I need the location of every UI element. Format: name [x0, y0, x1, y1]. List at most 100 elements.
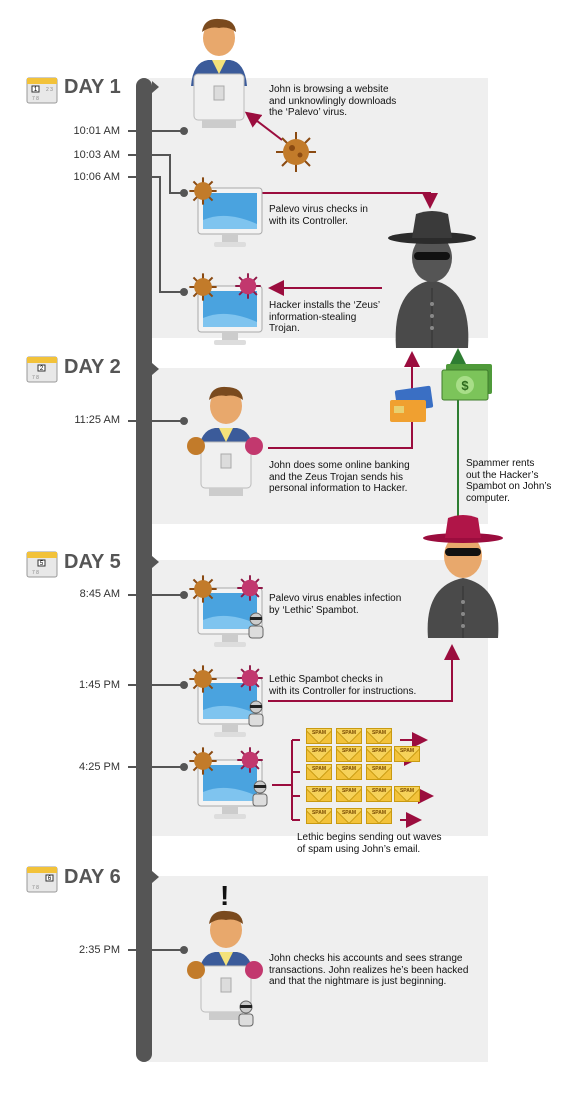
caption-line: and unknowlingly downloads	[269, 95, 397, 107]
spam-envelope-icon: SPAM	[306, 786, 332, 802]
calendar-icon: 2 7 8	[26, 356, 58, 383]
spam-envelope-icon: SPAM	[366, 786, 392, 802]
caption-line: John does some online banking	[269, 460, 410, 471]
caption-line: with its Controller for instructions.	[269, 685, 417, 697]
spam-envelope-icon: SPAM	[336, 786, 362, 802]
computer-monitor-icon	[197, 677, 263, 737]
lethic-spambot-icon	[248, 700, 264, 727]
spam-envelope-icon: SPAM	[336, 728, 362, 744]
caption-line: Lethic Spambot checks in	[269, 674, 383, 685]
spam-label: SPAM	[399, 748, 415, 754]
caption-line: John is browsing a website	[269, 84, 389, 95]
caption-line: computer.	[466, 492, 510, 504]
time-label: 4:25 PM	[79, 761, 120, 773]
spammer-figure	[423, 515, 503, 638]
caption-line: transactions. John realizes he’s been ha…	[269, 964, 469, 976]
exclamation-icon: !	[220, 880, 230, 911]
caption-line: Palevo virus checks in	[269, 204, 368, 215]
spam-label: SPAM	[311, 788, 327, 794]
spam-envelope-icon: SPAM	[336, 808, 362, 824]
spam-label: SPAM	[371, 788, 387, 794]
day-pointer	[152, 81, 159, 93]
computer-monitor-icon	[197, 587, 263, 647]
caption-nightmare: John checks his accounts and sees strang…	[269, 953, 468, 988]
computer-monitor-icon	[197, 285, 263, 345]
caption-lethic-checkin: Lethic Spambot checks in with its Contro…	[269, 674, 416, 697]
spam-label: SPAM	[371, 766, 387, 772]
svg-text:7 8: 7 8	[32, 570, 39, 576]
caption-line: out the Hacker’s	[466, 469, 539, 481]
spam-label: SPAM	[341, 730, 357, 736]
lethic-spambot-icon	[252, 780, 268, 807]
caption-line: with its Controller.	[269, 215, 348, 227]
credit-cards-icon	[390, 385, 434, 422]
spam-label: SPAM	[341, 766, 357, 772]
money-icon: $	[441, 364, 492, 401]
timeline-bar	[136, 78, 152, 1062]
caption-line: of spam using John’s email.	[297, 843, 421, 855]
spam-envelope-icon: SPAM	[366, 808, 392, 824]
spam-label: SPAM	[311, 810, 327, 816]
time-label: 2:35 PM	[79, 944, 120, 956]
calendar-icon: 6 7 8	[26, 866, 58, 893]
svg-text:2 3: 2 3	[46, 87, 53, 93]
caption-line: information-stealing	[269, 311, 357, 323]
palevo-virus-icon	[189, 273, 217, 301]
caption-line: personal information to Hacker.	[269, 483, 408, 494]
spam-label: SPAM	[311, 730, 327, 736]
caption-line: the ‘Palevo’ virus.	[269, 107, 347, 118]
zeus-trojan-icon	[237, 747, 263, 773]
calendar-number: 5	[40, 561, 44, 567]
svg-text:7 8: 7 8	[32, 375, 39, 381]
spam-envelope-icon: SPAM	[366, 746, 392, 762]
lethic-spambot-icon	[248, 612, 264, 639]
spam-label: SPAM	[311, 766, 327, 772]
caption-line: Hacker installs the ‘Zeus’	[269, 300, 381, 311]
spam-label: SPAM	[311, 748, 327, 754]
calendar-icon: 5 7 8	[26, 551, 58, 578]
svg-text:7 8: 7 8	[32, 96, 39, 102]
palevo-virus-icon	[189, 575, 217, 603]
spam-envelope-icon: SPAM	[306, 764, 332, 780]
day-label: DAY 2	[64, 356, 121, 378]
spam-envelope-icon: SPAM	[306, 728, 332, 744]
lethic-spambot-icon	[238, 1000, 254, 1027]
caption-line: and that the nightmare is just beginning…	[269, 976, 447, 987]
calendar-icon: 1 2 3 7 8	[26, 77, 58, 104]
palevo-virus-icon	[276, 132, 316, 172]
time-label: 11:25 AM	[74, 414, 120, 426]
caption-line: and the Zeus Trojan sends his	[269, 471, 403, 483]
palevo-virus-icon	[189, 747, 217, 775]
spam-label: SPAM	[371, 810, 387, 816]
dollar-sign: $	[461, 378, 469, 393]
spam-label: SPAM	[399, 788, 415, 794]
spam-envelope-icon: SPAM	[366, 764, 392, 780]
day-label: DAY 1	[64, 76, 121, 98]
zeus-trojan-icon	[237, 665, 263, 691]
day-label: DAY 5	[64, 551, 121, 573]
computer-monitor-icon	[197, 759, 263, 819]
calendar-number: 1	[34, 87, 38, 93]
day-pointer	[152, 556, 159, 568]
caption-spammer-rents: Spammer rents out the Hacker’s Spambot o…	[466, 458, 551, 504]
day-pointer	[152, 363, 159, 375]
caption-line: Spambot on John’s	[466, 481, 552, 492]
caption-line: Trojan.	[269, 323, 300, 334]
spam-label: SPAM	[341, 810, 357, 816]
zeus-trojan-icon	[237, 575, 263, 601]
spam-envelope-icon: SPAM	[306, 808, 332, 824]
spam-envelope-icon: SPAM	[306, 746, 332, 762]
caption-palevo-download: John is browsing a website and unknowlin…	[269, 84, 396, 119]
john-at-computer-figure	[191, 18, 247, 128]
day-label: DAY 6	[64, 866, 121, 888]
spam-label: SPAM	[341, 748, 357, 754]
palevo-virus-icon	[189, 665, 217, 693]
caption-zeus-install: Hacker installs the ‘Zeus’ information-s…	[269, 300, 380, 335]
caption-line: by ‘Lethic’ Spambot.	[269, 604, 359, 616]
caption-line: Lethic begins sending out waves	[297, 832, 442, 843]
time-label: 10:01 AM	[73, 125, 120, 137]
hacker-figure	[388, 211, 476, 348]
spam-label: SPAM	[371, 748, 387, 754]
spam-envelope-icon: SPAM	[394, 746, 420, 762]
spam-envelope-icon: SPAM	[366, 728, 392, 744]
